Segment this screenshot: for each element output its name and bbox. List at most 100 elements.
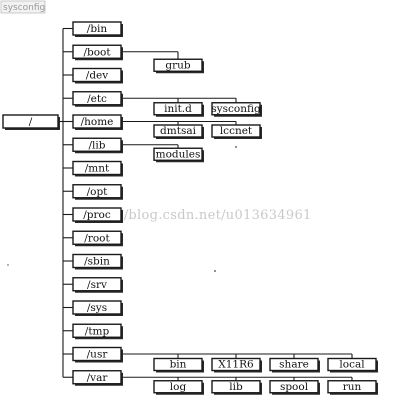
subdir-home-dmtsai-box: [153, 124, 203, 138]
subdir-usr-x11r6-box: [211, 357, 261, 372]
dir-usr: /usr: [72, 346, 123, 363]
dir-home: /home: [72, 114, 123, 130]
dir-var: /var: [72, 370, 123, 386]
dir-tmp-label: /tmp: [85, 325, 110, 337]
subdir-var-run-box: [327, 380, 377, 394]
subdir-usr-bin-box: [153, 357, 203, 372]
dir-dev-label: /dev: [86, 70, 108, 82]
dir-sbin-box: [72, 253, 122, 269]
dir-var-box: [72, 370, 122, 385]
root-node-box: [2, 114, 59, 129]
subdir-etc-sysconfig-label: sysconfig: [211, 103, 261, 115]
subdir-home-lccnet: lccnet: [211, 124, 262, 139]
dir-opt-box: [72, 184, 122, 199]
connector-lines: [58, 27, 353, 381]
dir-tmp: /tmp: [72, 323, 123, 340]
dir-proc-box: [72, 207, 122, 222]
dir-dev-box: [72, 67, 122, 83]
subdir-var-lib-box: [211, 380, 261, 394]
subdir-var-run-label: run: [343, 381, 362, 393]
subdir-usr-share-label: share: [279, 359, 309, 371]
subdir-usr-x11r6: X11R6: [211, 357, 262, 373]
dir-root: /root: [72, 230, 123, 247]
subdir-usr-share-box: [269, 357, 319, 372]
dir-sbin-label: /sbin: [84, 256, 110, 268]
subdir-usr-bin-label: bin: [170, 359, 187, 371]
subdir-var-spool-box: [269, 380, 319, 394]
corner-tag-text: sysconfig: [3, 3, 45, 13]
subdir-var-spool-label: spool: [280, 381, 309, 393]
dir-proc: /proc: [72, 207, 123, 223]
subdir-var-log-label: log: [170, 381, 187, 393]
subdir-var-log-box: [153, 380, 203, 394]
dir-sys-label: /sys: [87, 302, 107, 314]
watermark-text: http://blog.csdn.net/u013634961: [86, 208, 312, 223]
dir-sys: /sys: [72, 300, 123, 316]
dir-dev: /dev: [72, 67, 123, 84]
subdir-etc-sysconfig: sysconfig: [211, 102, 262, 117]
subdir-home-dmtsai: dmtsai: [153, 124, 204, 139]
subdir-var-run: run: [327, 380, 378, 395]
top-level-directories: /bin/boot/dev/etc/home/lib/mnt/opt/proc /…: [72, 21, 123, 386]
dir-sys-box: [72, 300, 122, 315]
subdir-home-lccnet-label: lccnet: [220, 125, 253, 137]
dir-home-label: /home: [81, 116, 114, 128]
scan-speck: [214, 270, 216, 272]
subdir-usr-local-box: [327, 357, 377, 372]
dir-etc: /etc: [72, 91, 123, 107]
subdir-usr-local-label: local: [339, 359, 365, 371]
dir-srv-label: /srv: [87, 279, 107, 291]
subdir-usr-local: local: [327, 357, 378, 373]
dir-tmp-box: [72, 323, 122, 338]
dir-home-box: [72, 114, 122, 129]
dir-boot-box: [72, 44, 122, 59]
dir-boot: /boot: [72, 44, 123, 61]
subdir-boot-grub-label: grub: [165, 59, 191, 71]
dir-lib: /lib: [72, 137, 123, 154]
subdir-etc-init-d-label: init.d: [164, 103, 192, 115]
dir-srv-box: [72, 277, 122, 292]
dir-lib-label: /lib: [89, 139, 106, 151]
subdir-etc-sysconfig-box: [211, 102, 261, 116]
dir-root-box: [72, 230, 122, 245]
dir-opt-label: /opt: [87, 186, 109, 198]
corner-tag: sysconfig: [0, 0, 46, 14]
subdir-lib-modules-label: modules: [156, 148, 201, 160]
dir-bin-box: [72, 21, 122, 36]
dir-usr-label: /usr: [87, 349, 109, 361]
subdir-var-lib-label: lib: [229, 381, 243, 393]
subdir-usr-bin: bin: [153, 357, 204, 373]
sub-directories: grub init.d sysconfig dmtsai lccnet modules bi…: [153, 58, 378, 395]
root-node: /: [2, 114, 60, 130]
dir-proc-label: /proc: [83, 209, 111, 221]
subdir-lib-modules-box: [153, 147, 203, 161]
subdir-etc-init-d-box: [153, 102, 203, 116]
subdir-home-dmtsai-label: dmtsai: [160, 125, 197, 137]
subdir-usr-x11r6-label: X11R6: [218, 359, 254, 371]
subdir-etc-init-d: init.d: [153, 102, 204, 117]
dir-sbin: /sbin: [72, 253, 123, 270]
subdir-boot-grub: grub: [153, 58, 204, 74]
dir-etc-label: /etc: [87, 93, 107, 105]
scan-speck: [7, 264, 9, 266]
dir-etc-box: [72, 91, 122, 106]
dir-mnt-box: [72, 160, 122, 176]
subdir-var-spool: spool: [269, 380, 320, 395]
dir-opt: /opt: [72, 184, 123, 200]
subdir-usr-share: share: [269, 357, 320, 373]
subdir-lib-modules: modules: [153, 147, 204, 163]
dir-srv: /srv: [72, 277, 123, 293]
subdir-var-log: log: [153, 380, 204, 395]
scan-speck: [235, 146, 237, 148]
dir-lib-box: [72, 137, 122, 152]
dir-root-label: /root: [84, 232, 110, 244]
dir-var-label: /var: [87, 372, 109, 384]
dir-usr-box: [72, 346, 122, 362]
corner-tag-box: [0, 0, 46, 14]
dir-mnt-label: /mnt: [85, 163, 110, 175]
dir-mnt: /mnt: [72, 160, 123, 177]
dir-boot-label: /boot: [83, 46, 111, 58]
root-node-label: /: [29, 116, 33, 128]
dir-bin-label: /bin: [87, 23, 108, 35]
